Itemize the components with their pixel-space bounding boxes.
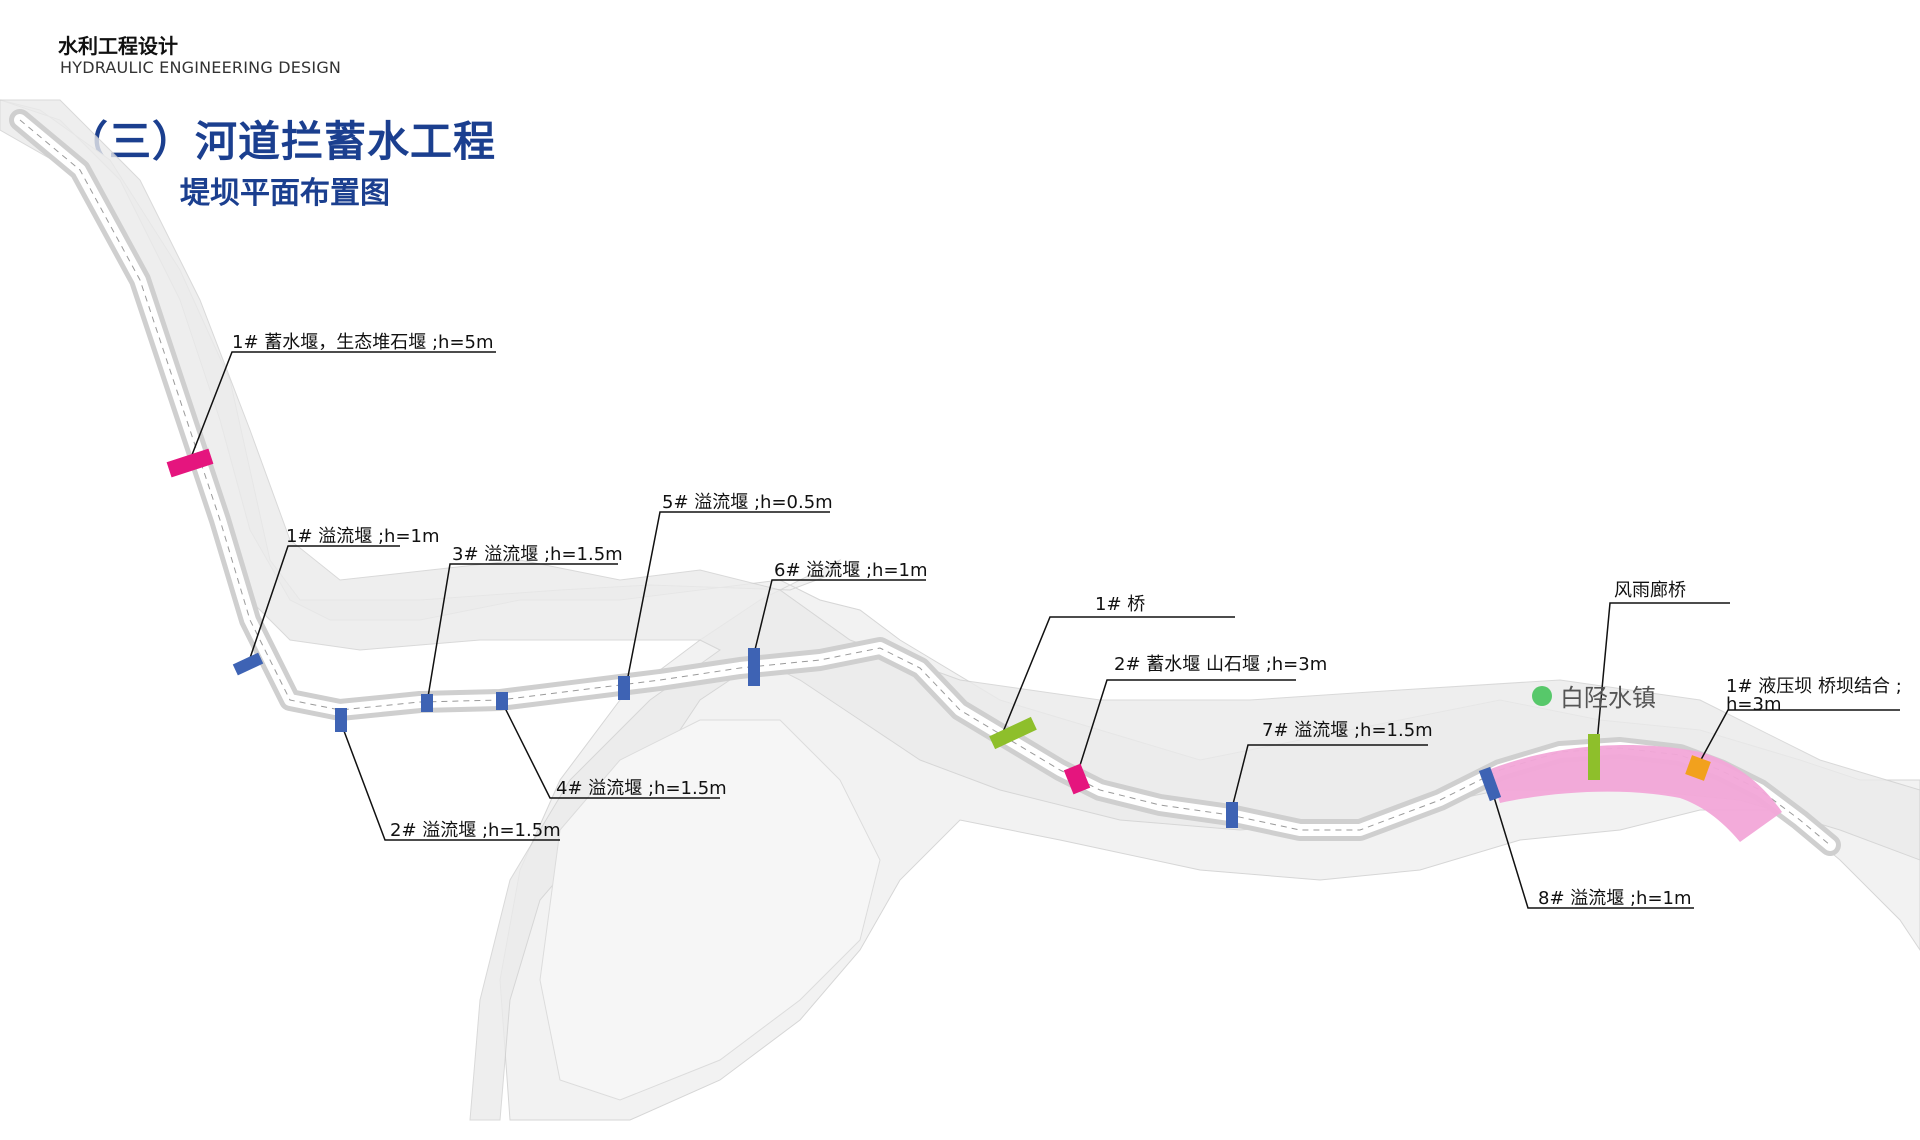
overflow-weir-5 <box>618 676 630 700</box>
label-overflow-weir-2: 2# 溢流堰 ;h=1.5m <box>390 820 561 841</box>
overflow-weir-8 <box>1478 766 1502 802</box>
leader-lines <box>189 351 1900 909</box>
hydraulic-dam-1 <box>1685 755 1711 781</box>
overflow-weir-7 <box>1226 802 1238 828</box>
overflow-weir-4 <box>496 692 508 710</box>
overflow-weir-1 <box>232 652 264 676</box>
weir-structures <box>166 448 1711 828</box>
label-hydraulic-dam-1-height: h=3m <box>1726 694 1782 715</box>
label-storage-weir-2: 2# 蓄水堰 山石堰 ;h=3m <box>1114 654 1328 675</box>
header-title-cn: 水利工程设计 <box>58 34 178 58</box>
covered-bridge <box>1588 734 1600 780</box>
page-subtitle: 堤坝平面布置图 <box>180 176 390 211</box>
label-overflow-weir-6: 6# 溢流堰 ;h=1m <box>774 560 928 581</box>
town-marker-dot <box>1532 686 1552 706</box>
bridge-1 <box>989 716 1037 750</box>
overflow-weir-6 <box>748 648 760 686</box>
label-covered-bridge: 风雨廊桥 <box>1614 580 1686 601</box>
label-overflow-weir-5: 5# 溢流堰 ;h=0.5m <box>662 492 833 513</box>
overflow-weir-3 <box>421 694 433 712</box>
label-overflow-weir-4: 4# 溢流堰 ;h=1.5m <box>556 778 727 799</box>
storage-weir-2 <box>1063 763 1091 795</box>
header-title-en: HYDRAULIC ENGINEERING DESIGN <box>60 58 342 77</box>
storage-weir-1 <box>166 448 214 478</box>
overflow-weir-2 <box>335 708 347 732</box>
label-overflow-weir-7: 7# 溢流堰 ;h=1.5m <box>1262 720 1433 741</box>
label-overflow-weir-8: 8# 溢流堰 ;h=1m <box>1538 888 1692 909</box>
label-storage-weir-1: 1# 蓄水堰，生态堆石堰 ;h=5m <box>232 332 494 353</box>
town-name: 白陉水镇 <box>1560 684 1656 712</box>
terrain-area <box>0 99 1920 1121</box>
label-overflow-weir-1: 1# 溢流堰 ;h=1m <box>286 526 440 547</box>
label-overflow-weir-3: 3# 溢流堰 ;h=1.5m <box>452 544 623 565</box>
label-bridge-1: 1# 桥 <box>1095 594 1146 615</box>
page-title: （三）河道拦蓄水工程 <box>66 117 497 166</box>
reservoir-area <box>1488 745 1782 842</box>
label-hydraulic-dam-1: 1# 液压坝 桥坝结合 ; <box>1726 676 1902 697</box>
